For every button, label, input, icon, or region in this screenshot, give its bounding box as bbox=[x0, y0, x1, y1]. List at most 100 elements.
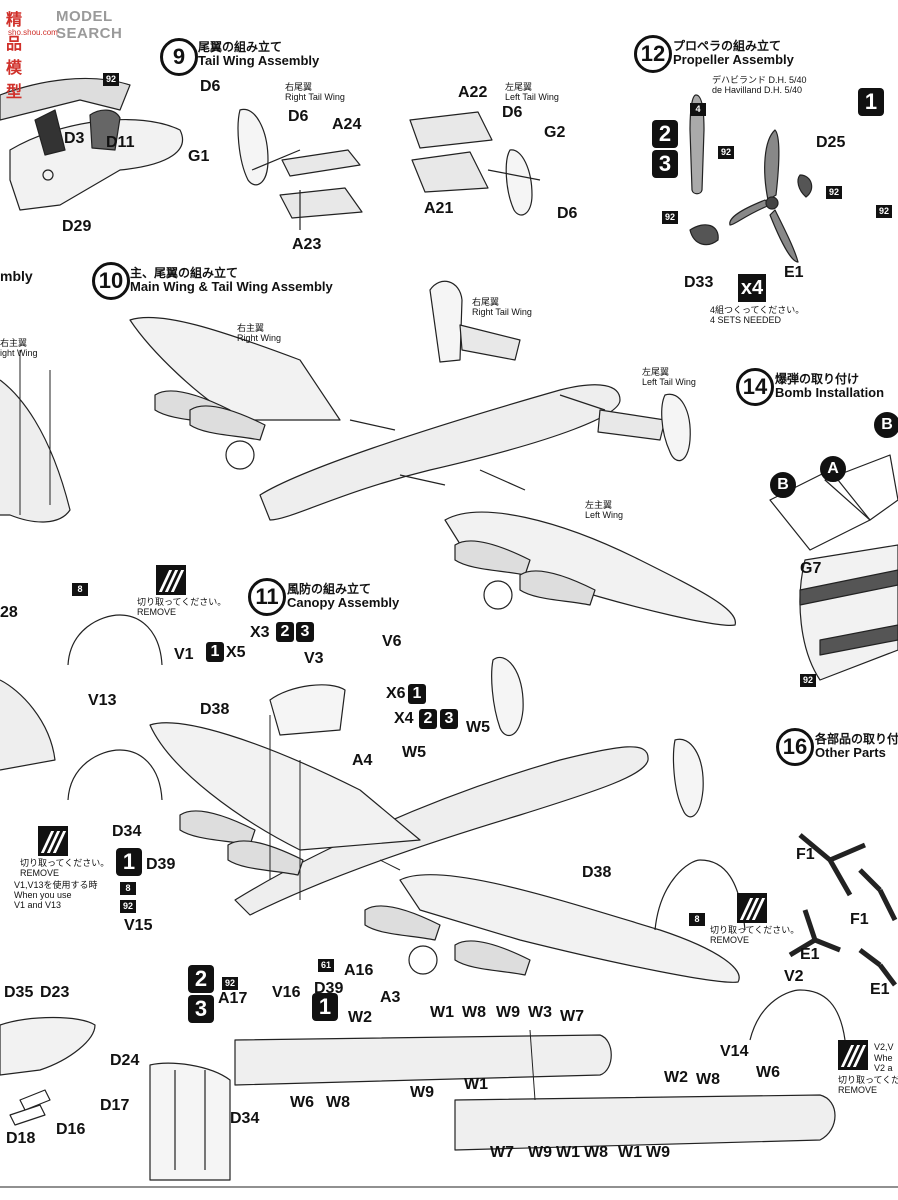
right-wing-note-en: Right Wing bbox=[237, 333, 282, 343]
part-label-v15: V15 bbox=[124, 917, 153, 934]
variant-1-marker: 1 bbox=[408, 684, 426, 704]
left-tail-note-ja: 左尾翼 bbox=[505, 82, 533, 92]
part-label-g2: G2 bbox=[544, 124, 566, 141]
part-label-d38: D38 bbox=[200, 701, 230, 718]
cut-remove-icon bbox=[38, 826, 68, 856]
remove-note-3-ja: 切り取ってください。 bbox=[710, 925, 800, 935]
part-label-w9: W9 bbox=[496, 1004, 520, 1021]
part-label-f1: F1 bbox=[796, 846, 815, 863]
bomb-set-b-marker: B bbox=[874, 412, 898, 438]
paint-code-badge: 92 bbox=[222, 977, 238, 990]
part-label-a22: A22 bbox=[458, 84, 488, 101]
left-tail-note-2-en: Left Tail Wing bbox=[642, 377, 696, 387]
bomb-set-a-marker: A bbox=[820, 456, 846, 482]
part-label-d34: D34 bbox=[112, 823, 142, 840]
paint-code-badge: 8 bbox=[120, 882, 136, 895]
variant-3-marker: 3 bbox=[652, 150, 678, 178]
paint-code-badge: 92 bbox=[800, 674, 816, 687]
part-label-w8: W8 bbox=[326, 1094, 350, 1111]
step-11-number: 11 bbox=[248, 578, 286, 616]
part-label-d34: D34 bbox=[230, 1110, 260, 1127]
cut-remove-icon bbox=[838, 1040, 868, 1070]
remove-note-2-ja: 切り取ってください。 bbox=[20, 858, 110, 868]
step-9-number: 9 bbox=[160, 38, 198, 76]
variant-1-marker: 1 bbox=[312, 993, 338, 1021]
use-note-ja: V1,V13を使用する時 bbox=[14, 880, 98, 890]
paint-code-badge: 92 bbox=[103, 73, 119, 86]
right-tail-note-en: Right Tail Wing bbox=[285, 92, 345, 102]
left-wing-note-ja: 左主翼 bbox=[585, 500, 613, 510]
part-label-d39: D39 bbox=[146, 856, 176, 873]
part-label-x4: X4 bbox=[394, 710, 414, 727]
step-14-title-en: Bomb Installation bbox=[775, 385, 885, 400]
part-label-e1: E1 bbox=[800, 946, 820, 963]
part-label-w6: W6 bbox=[756, 1064, 780, 1081]
part-label-v16: V16 bbox=[272, 984, 301, 1001]
cut-remove-icon bbox=[737, 893, 767, 923]
part-label-e1: E1 bbox=[870, 981, 890, 998]
left-wing-note-en: Left Wing bbox=[585, 510, 624, 520]
left-tail-note-2-ja: 左尾翼 bbox=[642, 367, 670, 377]
use-note-en-1: When you use bbox=[14, 890, 72, 900]
variant-2-marker: 2 bbox=[188, 965, 214, 993]
variant-2-marker: 2 bbox=[276, 622, 294, 642]
part-label-a16: A16 bbox=[344, 962, 374, 979]
part-label-w8: W8 bbox=[462, 1004, 486, 1021]
part-label-d38: D38 bbox=[582, 864, 612, 881]
step-10-title-ja: 主、尾翼の組み立て bbox=[130, 266, 239, 280]
remove-note-2-en: REMOVE bbox=[20, 868, 60, 878]
part-label-g7: G7 bbox=[800, 560, 822, 577]
remove-note-1-en: REMOVE bbox=[137, 607, 177, 617]
variant-2-marker: 2 bbox=[419, 709, 437, 729]
prop-type-en: de Havilland D.H. 5/40 bbox=[712, 85, 803, 95]
part-label-d35: D35 bbox=[4, 984, 34, 1001]
paint-code-badge: 4 bbox=[690, 103, 706, 116]
step-10-title-en: Main Wing & Tail Wing Assembly bbox=[130, 279, 333, 294]
part-label-d39: D39 bbox=[314, 980, 344, 997]
variant-2-marker: 2 bbox=[652, 120, 678, 148]
use-note-2-en-1: Whe bbox=[874, 1053, 893, 1063]
remove-note-4-en: REMOVE bbox=[838, 1085, 878, 1095]
edge-right-wing-en: ight Wing bbox=[0, 348, 38, 358]
part-label-a3: A3 bbox=[380, 989, 401, 1006]
right-wing-note-ja: 右主翼 bbox=[237, 323, 265, 333]
part-label-v6: V6 bbox=[382, 633, 402, 650]
paint-code-badge: 8 bbox=[689, 913, 705, 926]
part-label-x5: X5 bbox=[226, 644, 246, 661]
part-label-d23: D23 bbox=[40, 984, 70, 1001]
part-label-x6: X6 bbox=[386, 685, 406, 702]
part-label-a17: A17 bbox=[218, 990, 248, 1007]
part-label-w9: W9 bbox=[528, 1144, 552, 1161]
paint-code-badge: 92 bbox=[826, 186, 842, 199]
part-label-w3: W3 bbox=[528, 1004, 552, 1021]
step-16-title-en: Other Parts bbox=[815, 745, 886, 760]
part-label-d11: D11 bbox=[106, 134, 135, 151]
part-label-d16: D16 bbox=[56, 1121, 86, 1138]
right-tail-note-ja: 右尾翼 bbox=[285, 82, 313, 92]
part-label-d6: D6 bbox=[502, 104, 523, 121]
part-label-w2: W2 bbox=[348, 1009, 372, 1026]
use-note-2-ja: V2,V bbox=[874, 1042, 894, 1052]
step-9-title-ja: 尾翼の組み立て bbox=[198, 40, 283, 54]
part-label-w6: W6 bbox=[290, 1094, 314, 1111]
part-label-g1: G1 bbox=[188, 148, 210, 165]
sets-note-ja: 4組つくってください。 bbox=[710, 305, 805, 315]
edge-right-wing-ja: 右主翼 bbox=[0, 338, 28, 348]
bomb-set-b-marker: B bbox=[770, 472, 796, 498]
part-label-w8: W8 bbox=[696, 1071, 720, 1088]
part-label-w5: W5 bbox=[402, 744, 426, 761]
step-11-title-ja: 風防の組み立て bbox=[287, 582, 372, 596]
sets-multiplier: x4 bbox=[738, 274, 766, 302]
left-tail-note-en: Left Tail Wing bbox=[505, 92, 559, 102]
remove-note-1-ja: 切り取ってください。 bbox=[137, 597, 227, 607]
part-label-w9: W9 bbox=[646, 1144, 670, 1161]
variant-3-marker: 3 bbox=[296, 622, 314, 642]
paint-code-badge: 92 bbox=[718, 146, 734, 159]
part-label-w1: W1 bbox=[556, 1144, 580, 1161]
part-label-d24: D24 bbox=[110, 1052, 140, 1069]
variant-3-marker: 3 bbox=[188, 995, 214, 1023]
part-label-a4: A4 bbox=[352, 752, 373, 769]
part-label-d6: D6 bbox=[288, 108, 309, 125]
part-label-d29: D29 bbox=[62, 218, 92, 235]
